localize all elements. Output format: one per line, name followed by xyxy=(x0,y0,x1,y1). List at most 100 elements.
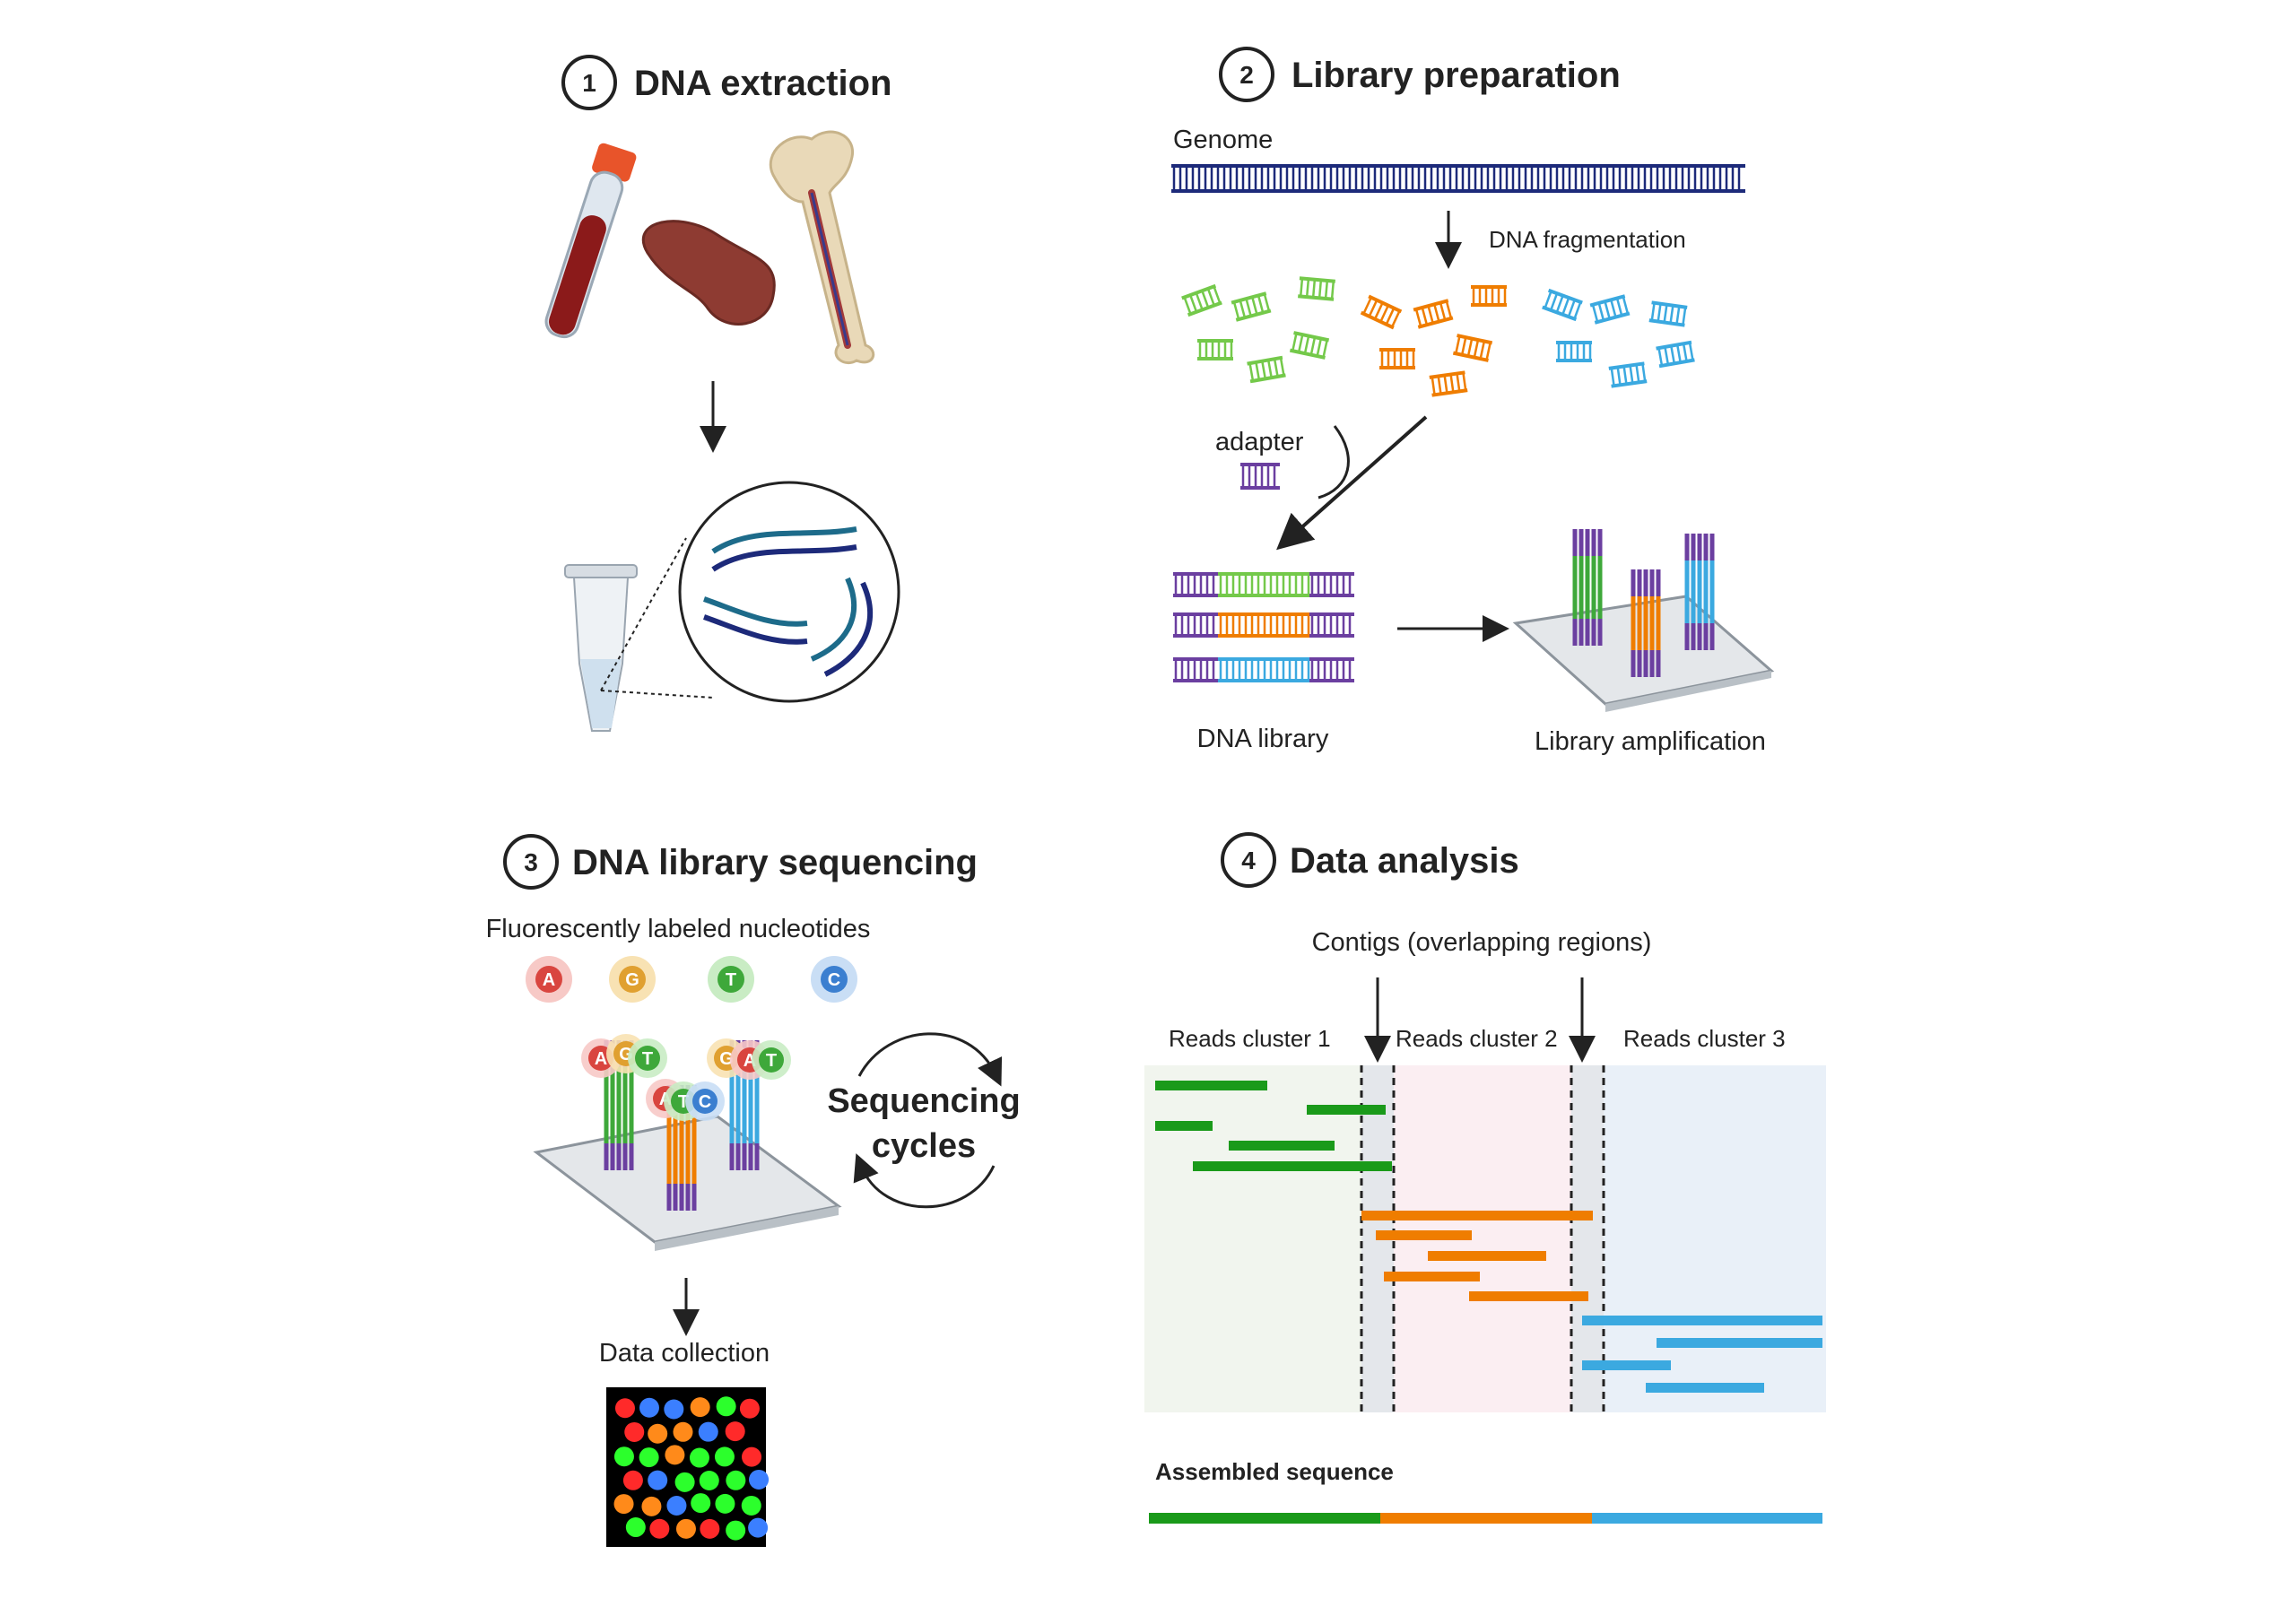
nucleotide-A: A xyxy=(526,956,572,1003)
fluorescence-spot xyxy=(748,1517,769,1538)
genome-label: Genome xyxy=(1173,126,1273,154)
dna-fragment xyxy=(1231,291,1272,322)
fluorescence-spot xyxy=(625,1517,646,1538)
incorporated-nucleotide-C: C xyxy=(685,1081,725,1121)
fluorescence-spot xyxy=(742,1446,762,1467)
section3-title: DNA library sequencing xyxy=(572,843,978,882)
adapter-icon xyxy=(1240,463,1280,490)
flowcell-icon: AGTATCGAT xyxy=(533,1034,842,1251)
sequence-read xyxy=(1155,1081,1267,1090)
cycle-arrow-top xyxy=(857,1032,1003,1087)
dna-fragment xyxy=(1471,285,1507,307)
section1-number-badge xyxy=(561,55,617,110)
incorporated-nucleotide-T: T xyxy=(752,1040,791,1080)
fluorescence-spot xyxy=(666,1495,687,1516)
nucleotide-T: T xyxy=(708,956,754,1003)
fluorescence-spot xyxy=(716,1396,736,1417)
fluorescence-spot xyxy=(673,1421,693,1442)
cluster3-label: Reads cluster 3 xyxy=(1623,1025,1786,1052)
nucleotide-G: G xyxy=(609,956,656,1003)
section1-title: DNA extraction xyxy=(634,64,891,103)
library-construct xyxy=(1173,572,1354,597)
dna-library-icon xyxy=(1173,572,1354,682)
sequence-read xyxy=(1229,1141,1335,1151)
genome-dna-strand xyxy=(1171,164,1745,193)
sequence-read xyxy=(1361,1211,1593,1220)
dna-fragment xyxy=(1247,355,1286,384)
nucleotide-letter: C xyxy=(828,970,840,990)
dna-fragment xyxy=(1379,348,1415,369)
sequence-read xyxy=(1193,1161,1392,1171)
section4-number-badge xyxy=(1221,832,1276,888)
dna-fragment xyxy=(1289,331,1330,360)
fluorescence-spot xyxy=(725,1421,745,1442)
fluorescence-spot xyxy=(726,1470,746,1490)
fluorescence-spot xyxy=(715,1493,735,1514)
fluorescence-spot xyxy=(714,1446,735,1467)
cluster2-label: Reads cluster 2 xyxy=(1396,1025,1558,1052)
assembled-segment-2 xyxy=(1380,1513,1592,1524)
section2-number-badge xyxy=(1219,47,1274,102)
dna-fragment xyxy=(1298,276,1335,301)
fluorescence-spot xyxy=(639,1447,659,1468)
nucleotide-letter: A xyxy=(543,970,555,990)
genome-strand xyxy=(1171,164,1745,193)
dna-zoom-icon xyxy=(678,481,900,703)
cluster1-region xyxy=(1144,1065,1361,1412)
nucleotide-letter: A xyxy=(595,1049,607,1069)
dna-fragment xyxy=(1197,339,1233,360)
assembled-segment-1 xyxy=(1149,1513,1380,1524)
reads-panel xyxy=(1144,1065,1826,1412)
section-dna-extraction: 1 DNA extraction xyxy=(544,55,900,732)
dna-fragment xyxy=(1648,300,1688,327)
library-construct xyxy=(1173,612,1354,638)
sequence-read xyxy=(1428,1251,1546,1261)
contig2-region xyxy=(1571,1065,1604,1412)
dna-fragments xyxy=(1181,276,1695,397)
dna-fragment xyxy=(1452,334,1493,362)
fluorescence-spot xyxy=(674,1472,695,1492)
fluorescence-spot xyxy=(614,1398,635,1419)
cycle-arrow-bottom xyxy=(853,1153,996,1209)
nucleotide-letter: C xyxy=(699,1092,711,1112)
ligation-arrow xyxy=(1276,415,1428,551)
zoom-line-bottom xyxy=(600,690,714,699)
contigs-label: Contigs (overlapping regions) xyxy=(1312,928,1652,957)
section-library-sequencing: 3 DNA library sequencing Fluorescently l… xyxy=(486,834,1021,1547)
section1-number: 1 xyxy=(582,69,596,97)
sequence-read xyxy=(1582,1316,1822,1325)
fluorescence-spot xyxy=(624,1421,645,1442)
sequence-read xyxy=(1582,1360,1671,1370)
amplification-icon xyxy=(1512,529,1775,712)
fluorescence-spot xyxy=(649,1518,670,1539)
amplification-label: Library amplification xyxy=(1535,727,1766,756)
zoom-line-top xyxy=(600,537,687,691)
cycles-label-line1: Sequencing xyxy=(827,1082,1020,1120)
dna-fragment xyxy=(1429,370,1468,397)
amplified-cluster-orange xyxy=(1631,569,1661,677)
fluorescence-spot xyxy=(675,1518,696,1539)
spleen-icon xyxy=(641,220,776,326)
fluorescence-spot xyxy=(639,1397,659,1418)
library-construct xyxy=(1173,657,1354,682)
section2-number: 2 xyxy=(1239,61,1254,89)
section-library-preparation: 2 Library preparation Genome DNA fragmen… xyxy=(1171,47,1775,756)
cluster3-region xyxy=(1604,1065,1826,1412)
library-label: DNA library xyxy=(1197,725,1329,753)
dna-fragment xyxy=(1608,361,1648,388)
nucleotides-label: Fluorescently labeled nucleotides xyxy=(486,915,871,943)
adapter-strand xyxy=(1240,463,1280,490)
sequence-read xyxy=(1469,1291,1588,1301)
fluorescence-spot xyxy=(689,1447,709,1468)
fluorescence-spot xyxy=(691,1493,711,1514)
sequence-read xyxy=(1384,1272,1480,1281)
fluorescence-spot xyxy=(726,1520,746,1541)
sequence-read xyxy=(1646,1383,1764,1393)
section3-number: 3 xyxy=(524,848,538,876)
adapter-curve xyxy=(1318,425,1350,499)
dna-fragment xyxy=(1656,340,1695,369)
bone-icon xyxy=(769,130,875,365)
fluorescence-spot xyxy=(690,1397,710,1418)
fragmentation-label: DNA fragmentation xyxy=(1489,226,1686,253)
fluorescence-spot xyxy=(613,1494,634,1515)
